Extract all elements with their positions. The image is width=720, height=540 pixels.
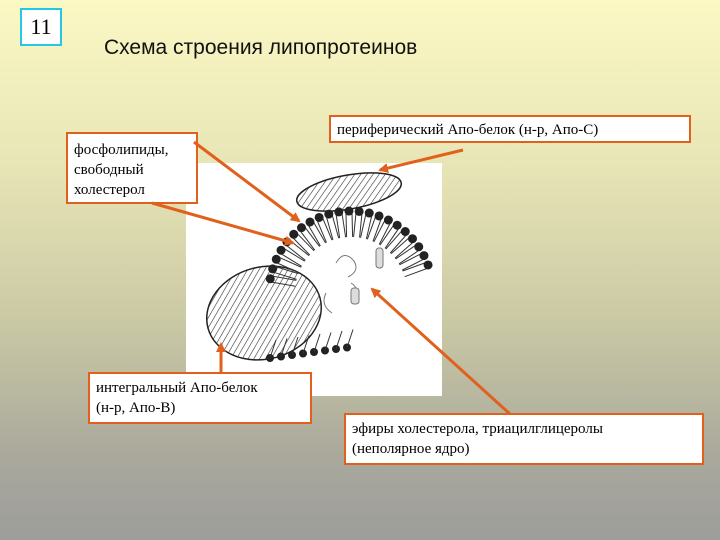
phospholipid-tail — [360, 212, 367, 238]
phospholipid-tail — [280, 338, 288, 357]
phospholipid-tail — [324, 332, 332, 351]
phospholipid-tail — [394, 240, 415, 259]
label-cholesterol-esters: эфиры холестерола, триацилглицеролы (неп… — [344, 413, 704, 465]
phospholipid-tail — [284, 243, 306, 261]
phospholipid-head — [289, 229, 299, 239]
phospholipid-tail — [274, 261, 299, 274]
phospholipid-tail — [306, 223, 321, 247]
phospholipid-tail — [269, 339, 277, 359]
phospholipid-tail — [384, 226, 401, 249]
phospholipid-tail — [366, 214, 377, 240]
phospholipid-head — [282, 237, 292, 247]
phospholipid-tail — [351, 210, 354, 237]
phospholipid-tail — [279, 252, 302, 267]
phospholipid-head — [364, 208, 374, 218]
phospholipid-tail — [295, 231, 315, 252]
phospholipid-tail — [365, 213, 373, 240]
phospholipid-head — [400, 227, 410, 237]
phospholipid-tail — [372, 216, 383, 242]
phospholipid-tail — [399, 252, 423, 266]
phospholipid-tail — [353, 211, 357, 238]
phospholipid-head — [305, 217, 315, 227]
phospholipid-tail — [345, 211, 348, 238]
phospholipid-tail — [277, 256, 302, 268]
phospholipid-tail — [303, 225, 320, 247]
phospholipid-tail — [273, 265, 299, 275]
slide-number: 11 — [20, 8, 62, 46]
label-integral-apoprotein: интегральный Апо-белок (н-р, Апо-В) — [88, 372, 312, 424]
phospholipid-tail — [378, 221, 392, 245]
phospholipid-head — [354, 206, 364, 216]
phospholipid-tail — [390, 236, 411, 255]
phospholipid-tail — [331, 213, 340, 239]
phospholipid-tail — [379, 223, 396, 246]
phospholipid-tail — [401, 257, 426, 271]
label-phospholipids-line-2: свободный — [74, 162, 144, 178]
phospholipid-head — [265, 274, 275, 284]
phospholipid-head — [314, 212, 324, 222]
phospholipid-tail — [282, 247, 306, 262]
phospholipid-tail — [271, 271, 297, 280]
phospholipid-tail — [325, 214, 334, 241]
label-peripheral-apoprotein: периферический Апо-белок (н-р, Апо-С) — [329, 115, 691, 143]
phospholipid-tail — [398, 248, 421, 265]
phospholipid-tail — [312, 220, 327, 244]
phospholipid-tail — [359, 211, 363, 238]
label-phospholipids-line-3: холестерол — [74, 182, 145, 198]
phospholipid-tail — [321, 216, 333, 241]
lipoprotein-diagram — [186, 163, 442, 396]
phospholipid-head — [383, 215, 393, 225]
phospholipid-head — [334, 207, 344, 217]
phospholipid-tail — [341, 211, 347, 238]
phospholipid-tail — [313, 333, 321, 353]
lipoprotein-structure-drawing — [205, 172, 433, 362]
phospholipid-tail — [302, 335, 310, 354]
label-esters-line-2: (неполярное ядро) — [352, 441, 470, 457]
phospholipid-tail — [291, 336, 299, 356]
phospholipid-head — [392, 220, 402, 230]
nonpolar-core — [323, 247, 384, 314]
phospholipid-head — [276, 245, 286, 255]
phospholipid-tail — [402, 261, 428, 272]
phospholipid-head — [374, 211, 384, 221]
phospholipid-head — [296, 223, 306, 233]
page-title: Схема строения липопротеинов — [104, 36, 418, 59]
phospholipid-head — [344, 206, 354, 216]
phospholipid-tail — [395, 243, 418, 260]
phospholipid-tail — [335, 330, 343, 350]
phospholipid-tail — [335, 212, 341, 239]
phospholipid-tail — [270, 275, 297, 281]
phospholipid-tail — [385, 229, 404, 250]
phospholipid-head — [423, 260, 433, 270]
phospholipid-tail — [373, 218, 387, 243]
phospholipid-head — [268, 264, 278, 274]
phospholipid-tail — [404, 267, 430, 278]
phospholipid-tail — [389, 233, 408, 254]
phospholipid-tail — [315, 218, 327, 243]
phospholipid-tail — [269, 281, 296, 287]
phospholipid-tail — [346, 329, 354, 348]
phospholipid-tail — [298, 229, 316, 251]
label-esters-line-1: эфиры холестерола, триацилглицеролы — [352, 421, 603, 437]
label-integral-line-1: интегральный Апо-белок — [96, 380, 258, 396]
phospholipid-head — [324, 209, 334, 219]
phospholipid-head — [407, 234, 417, 244]
phospholipid-head — [414, 242, 424, 252]
label-integral-line-2: (н-р, Апо-В) — [96, 400, 176, 416]
label-phospholipids: фосфолипиды, свободный холестерол — [66, 132, 198, 204]
integral-apoprotein-shape — [205, 265, 323, 361]
phospholipid-head — [419, 251, 429, 261]
label-phospholipids-line-1: фосфолипиды, — [74, 142, 169, 158]
phospholipid-head — [271, 254, 281, 264]
